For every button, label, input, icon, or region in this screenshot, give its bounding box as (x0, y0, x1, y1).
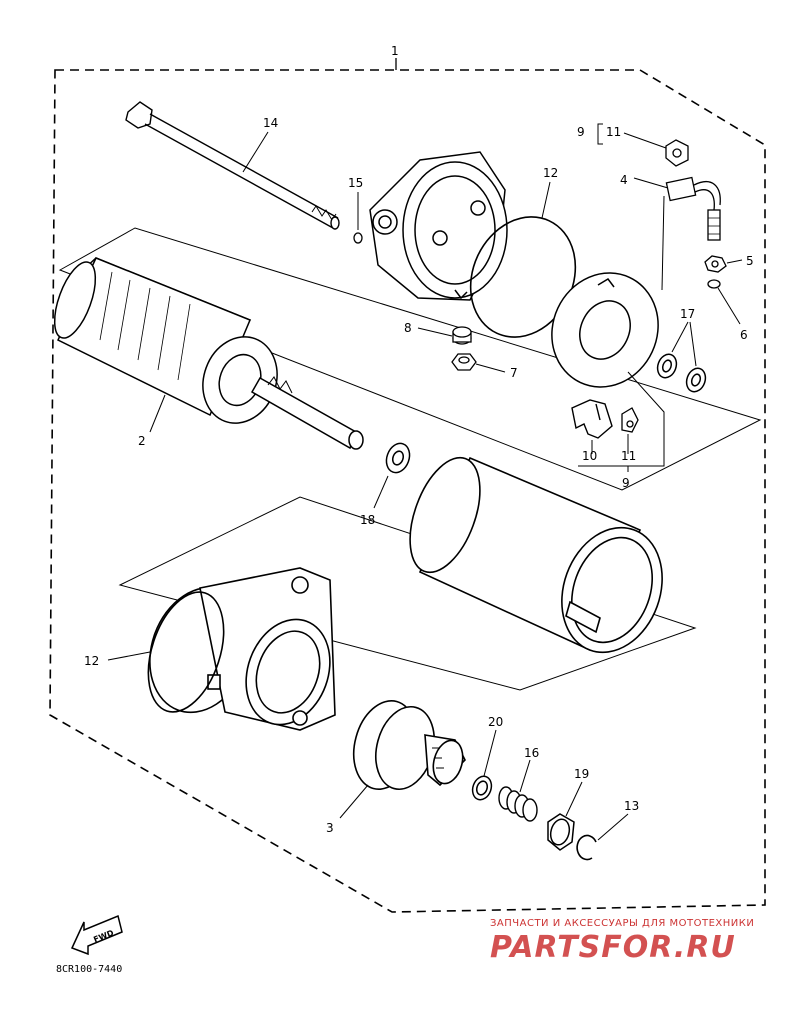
oring-6 (707, 279, 721, 289)
label-11-top: 11 (606, 125, 621, 139)
label-10: 10 (582, 449, 597, 463)
washer-18 (385, 442, 411, 474)
washer-20 (471, 775, 493, 801)
spring-16 (498, 786, 538, 822)
label-4: 4 (620, 173, 628, 187)
collar-19 (547, 813, 575, 851)
label-19: 19 (574, 767, 589, 781)
leader-18 (373, 475, 389, 509)
leader-12-bottom (107, 651, 151, 661)
oring-15 (353, 232, 363, 244)
leader-4-down (661, 195, 665, 291)
oring-12-bottom (147, 591, 225, 713)
label-11-bottom: 11 (621, 449, 636, 463)
label-17: 17 (680, 307, 695, 321)
fwd-arrow-icon: FWD (70, 914, 123, 956)
brush-plate (551, 272, 659, 388)
label-7: 7 (510, 366, 518, 380)
leader-16 (519, 759, 531, 793)
leader-4 (633, 177, 669, 189)
pinion-clutch (352, 700, 466, 791)
leader-11-top (623, 132, 667, 149)
armature (53, 257, 364, 450)
label-12-bottom: 12 (84, 654, 99, 668)
leader-17b (689, 321, 697, 367)
label-8: 8 (404, 321, 412, 335)
washer-8 (452, 326, 472, 345)
leader-7 (475, 363, 506, 373)
circlip-13 (576, 834, 597, 861)
leader-5 (726, 259, 743, 264)
label-3: 3 (326, 821, 334, 835)
label-16: 16 (524, 746, 539, 760)
bracket-9-top (597, 123, 603, 145)
armature-plane (58, 227, 762, 491)
leader-19 (565, 781, 583, 817)
nut-7 (451, 353, 477, 371)
leader-17a (671, 321, 689, 353)
label-2: 2 (138, 434, 146, 448)
label-15: 15 (348, 176, 363, 190)
front-housing (149, 567, 336, 731)
bracket-9-bottom (578, 371, 665, 467)
leader-3 (339, 784, 369, 819)
leader-2 (149, 394, 166, 433)
label-14: 14 (263, 116, 278, 130)
leader-20 (483, 729, 497, 777)
yoke (409, 456, 663, 654)
label-9-bottom: 9 (622, 476, 630, 490)
leader-14 (242, 131, 269, 173)
holder-10 (571, 399, 613, 439)
assembly-boundary (49, 69, 766, 913)
through-bolt (125, 101, 340, 230)
label-6: 6 (740, 328, 748, 342)
watermark-tagline: ЗАПЧАСТИ И АКСЕССУАРЫ ДЛЯ МОТОТЕХНИКИ (490, 918, 755, 929)
leader-6 (717, 287, 741, 325)
label-9-top: 9 (577, 125, 585, 139)
label-13: 13 (624, 799, 639, 813)
watermark-logo: PARTSFOR.RU (490, 930, 736, 965)
clip-11-bottom (621, 407, 639, 433)
leader-12-top (541, 181, 551, 219)
front-cover-plane (118, 496, 697, 691)
washer-17 (656, 353, 707, 393)
leader-13 (597, 813, 629, 841)
washer-5 (704, 255, 727, 273)
rear-cover (369, 151, 508, 301)
clip-11-top (665, 139, 689, 167)
label-12-top: 12 (543, 166, 558, 180)
brush-lead (665, 176, 721, 241)
label-5: 5 (746, 254, 754, 268)
diagram-code: 8CR100-7440 (56, 964, 122, 975)
leader-8 (417, 327, 453, 337)
label-18: 18 (360, 513, 375, 527)
label-20: 20 (488, 715, 503, 729)
label-assembly: 1 (391, 44, 399, 58)
